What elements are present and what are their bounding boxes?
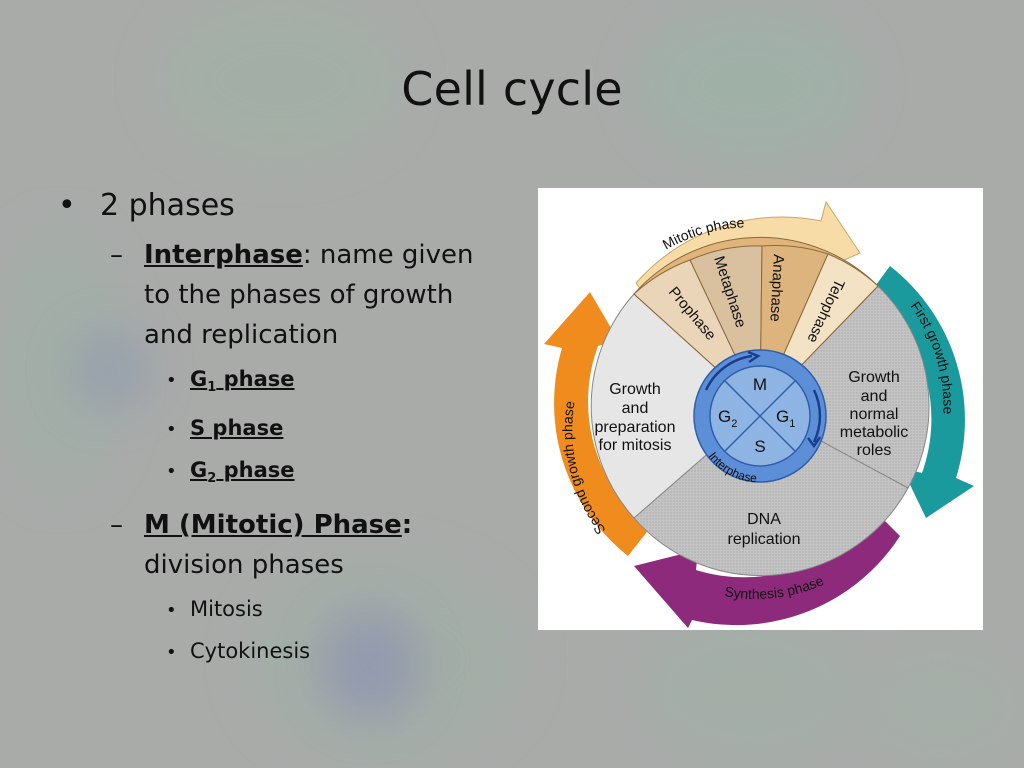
svg-text:normal: normal [850,406,899,423]
bullet-dash: – [110,240,123,270]
bullet-dot: • [166,642,177,664]
s-sector [633,407,909,576]
bullet-s-phase: • S phase [166,408,498,450]
s-sector-text: DNA replication [728,511,801,548]
interphase-colon: : [302,240,312,270]
bullet-dot: • [166,600,177,622]
bullet-interphase: – Interphase: name given to the phases o… [110,235,498,355]
interphase-term: Interphase [144,240,303,270]
svg-text:Growth: Growth [609,381,661,398]
bullet-mitotic: – M (Mitotic) Phase: division phases [110,505,498,585]
bullet-dot: • [166,419,177,441]
label-anaphase: Anaphase [766,254,787,322]
center-s-label: S [754,437,765,456]
first-growth-phase-arrow [870,266,974,518]
second-growth-phase-arrow [544,292,650,556]
bullet-g2-phase: • G2 phase [166,450,498,499]
center-g2-label: G2 [718,407,737,430]
g2-sector-text: Growth and preparation for mitosis [595,381,676,454]
bullet-main-text: 2 phases [100,188,235,223]
svg-text:roles: roles [857,442,892,459]
bullet-cytokinesis: • Cytokinesis [166,631,498,673]
svg-text:for mitosis: for mitosis [599,437,672,454]
svg-text:Growth: Growth [848,369,900,386]
g1-sector [759,285,930,489]
cell-cycle-diagram: Prophase Metaphase Anaphase Telophase Mi… [538,188,983,630]
center-circle [693,349,827,483]
bullet-dot: • [58,188,76,223]
mitotic-colon: : [401,510,413,541]
bullet-dash: – [110,510,123,541]
bullet-dot: • [166,370,177,391]
bullet-list: • 2 phases – Interphase: name given to t… [58,188,498,673]
bullet-main: • 2 phases [58,188,498,223]
svg-text:preparation: preparation [595,419,676,436]
g2-sector [590,293,761,519]
mitotic-term: M (Mitotic) Phase [144,510,402,541]
svg-text:and: and [861,388,888,405]
bullet-dot: • [166,461,177,483]
center-g1-label: G1 [776,407,795,430]
svg-text:and: and [622,400,649,417]
mitotic-desc: division phases [144,550,344,581]
bullet-g1-phase: • G1 phase [166,359,498,408]
synthesis-phase-arrow [634,510,900,628]
svg-text:DNA: DNA [747,511,781,528]
svg-text:replication: replication [728,531,801,548]
interphase-desc: name given to the phases of growth and r… [144,240,474,350]
g1-sector-text: Growth and normal metabolic roles [840,369,908,459]
bullet-mitosis: • Mitosis [166,589,498,631]
svg-text:metabolic: metabolic [840,424,908,441]
center-m-label: M [753,375,767,394]
slide-title: Cell cycle [401,62,623,116]
